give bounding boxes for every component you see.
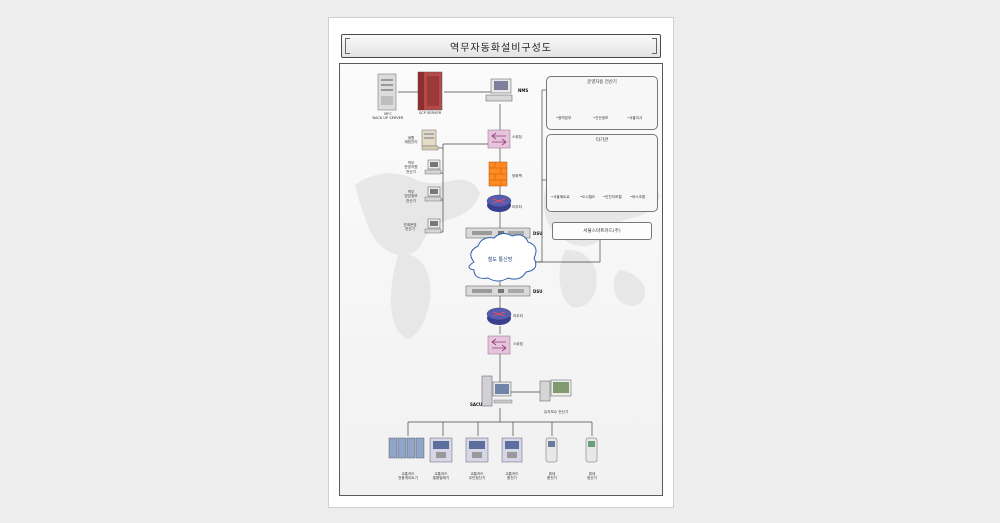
upper-dsu-label: DSU	[533, 231, 543, 236]
left-station-label-4: 관계운영 전산기	[403, 223, 417, 232]
other-agency-panel: 타기관	[546, 134, 658, 212]
gate-terminal-icon	[388, 437, 425, 459]
terminal-label-2: 교통카드 통합발매기	[432, 472, 450, 481]
sacu-label: SACU	[470, 402, 483, 407]
sacu-computer-icon	[481, 375, 513, 407]
terminal-label-4: 교통카드 충전기	[505, 472, 519, 481]
terminal-label-6: 휴대 정산기	[587, 472, 597, 481]
lower-dsu-icon	[465, 285, 531, 297]
left-station-pc-2-icon	[424, 159, 442, 175]
left-station-pc-1-icon	[421, 129, 439, 151]
mfc-server-icon	[377, 73, 397, 111]
mfc-server-label: MFC BACK UP SERVER	[372, 112, 404, 121]
nms-label: NMS	[518, 88, 529, 93]
scp-server-label: SCP SERVER	[418, 111, 442, 115]
scp-server-icon	[417, 71, 443, 111]
left-station-label-2: 역무 운영지원 전산기	[404, 161, 418, 174]
agency-item-3: •인천지하철	[603, 195, 622, 199]
lower-switch-label: 스위칭	[513, 342, 523, 346]
fare-adjustment-terminal-icon	[465, 437, 489, 463]
lower-router-icon	[486, 307, 512, 325]
left-station-label-3: 역무 영업정보 전산기	[404, 190, 418, 203]
cloud-label: 철도 통신망	[487, 257, 513, 263]
firewall-label: 방화벽	[512, 174, 522, 178]
nms-pc-icon	[485, 78, 513, 102]
left-station-pc-3-icon	[424, 186, 442, 202]
agency-item-4: •버스조합	[630, 195, 646, 199]
lower-switch-icon	[487, 335, 511, 355]
terminal-label-3: 교통카드 무인정산기	[468, 472, 486, 481]
upper-router-label: 라우터	[512, 205, 522, 209]
ticket-machine-terminal-icon	[429, 437, 453, 463]
operator-item-1: •광역본부	[556, 116, 572, 120]
maintenance-pc-icon	[539, 379, 572, 402]
maintenance-pc-label: 유지보수 전산기	[543, 410, 569, 414]
upper-switch-label: 스위칭	[512, 135, 522, 139]
charging-terminal-icon	[501, 437, 523, 463]
left-station-pc-4-icon	[424, 218, 442, 234]
terminal-label-1: 교통카드 전용게이트기	[398, 472, 418, 481]
portable-charger-icon	[545, 437, 558, 463]
operator-panel-title: 운영자용 전산기	[587, 80, 617, 85]
operator-item-3: •서울지사	[627, 116, 643, 120]
operator-panel: 운영자용 전산기	[546, 76, 658, 130]
railway-network-cloud-icon	[468, 232, 537, 282]
upper-switch-icon	[487, 129, 511, 149]
lower-router-label: 라우터	[513, 314, 523, 318]
other-agency-panel-title: 타기관	[595, 138, 609, 143]
left-station-label-1: 생활 재정관리	[404, 136, 418, 145]
operator-item-2: •관산정보	[593, 116, 609, 120]
lower-dsu-label: DSU	[533, 289, 543, 294]
connection-lines	[398, 89, 601, 436]
firewall-icon	[488, 161, 508, 187]
portable-adjuster-icon	[585, 437, 598, 463]
upper-router-icon	[486, 194, 512, 212]
diagram-title: 역무자동화설비구성도	[341, 34, 661, 58]
smartcard-box: 서울스마트카드(주)	[552, 222, 652, 240]
terminal-label-5: 휴대 충전기	[547, 472, 557, 481]
agency-item-2: •도시철도	[580, 195, 596, 199]
agency-item-1: •서울메트로	[551, 195, 570, 199]
